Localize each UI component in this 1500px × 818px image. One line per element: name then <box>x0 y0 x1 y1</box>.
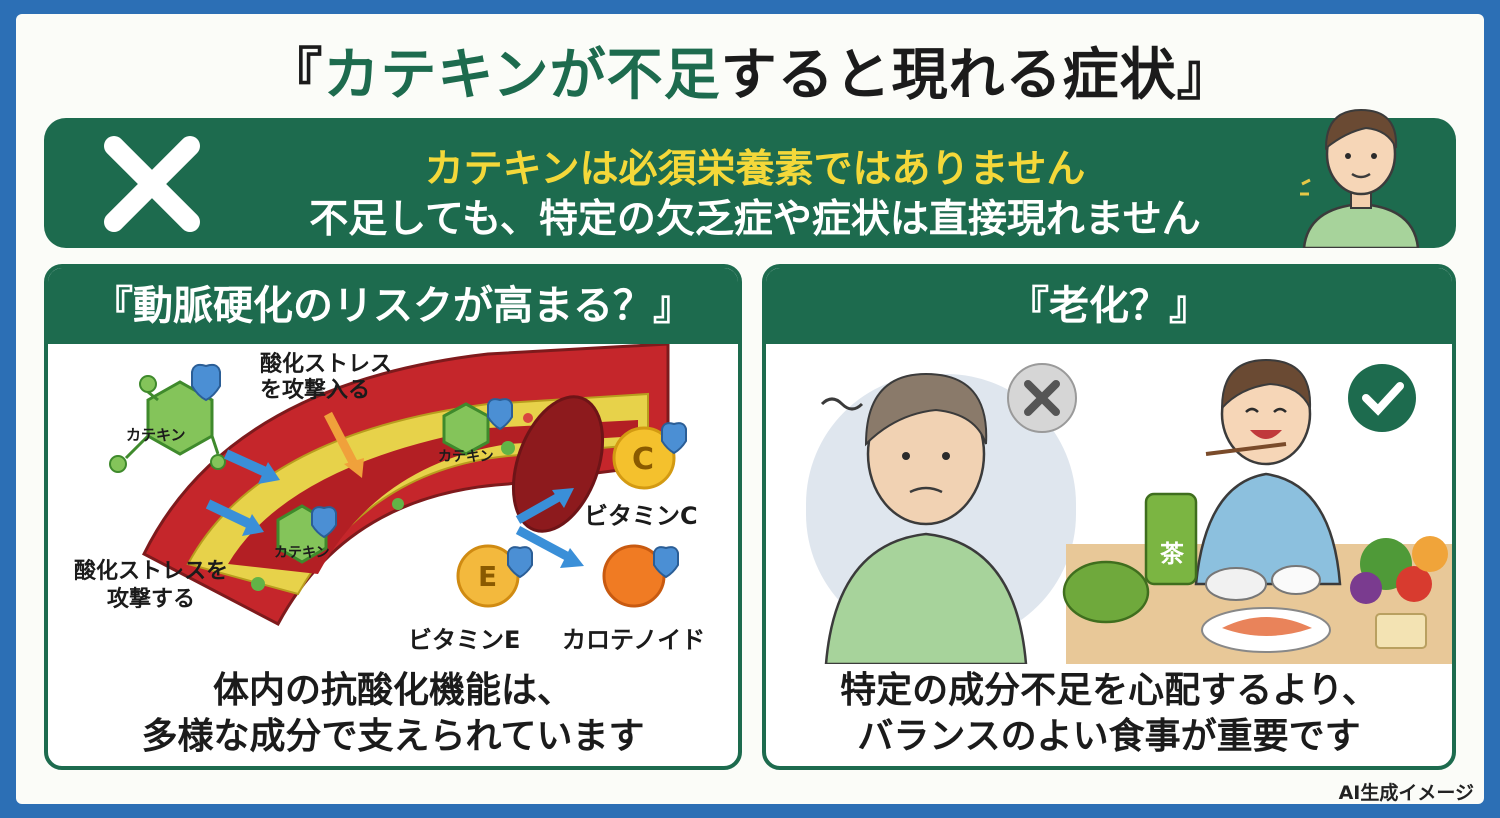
right-panel-footer: 特定の成分不足を心配するより、 バランスのよい食事が重要です <box>766 668 1452 760</box>
title-close-bracket: 』 <box>1176 43 1234 108</box>
oxidative-stress-label-left: 酸化ストレスを 攻撃する <box>74 559 229 612</box>
vitamin-e-letter: E <box>478 560 498 593</box>
ai-generated-credit: AI生成イメージ <box>1338 782 1474 804</box>
oxidative-stress-label-top: 酸化ストレス を攻撃入る <box>260 352 393 403</box>
right-footer-line-2: バランスのよい食事が重要です <box>857 716 1361 757</box>
title-open-bracket: 『 <box>266 43 324 108</box>
banner-line-2: 不足しても、特定の欠乏症や症状は直接現れません <box>309 197 1201 242</box>
tea-glass-label: 茶 <box>1160 540 1184 568</box>
catechin-label-1: カテキン <box>126 426 186 444</box>
catechin-label-3: カテキン <box>438 449 494 465</box>
aging-panel: 『老化？』 <box>762 264 1456 770</box>
carotenoid-label: カロテノイド <box>562 626 706 654</box>
vitamin-c-letter: C <box>632 442 655 477</box>
atherosclerosis-panel: 『動脈硬化のリスクが高まる？』 カ <box>44 264 742 770</box>
right-footer-line-1: 特定の成分不足を心配するより、 <box>840 670 1378 711</box>
vitamin-c-label: ビタミンC <box>584 502 698 530</box>
cross-icon <box>104 136 200 232</box>
left-panel-footer: 体内の抗酸化機能は、 多様な成分で支えられています <box>48 668 738 760</box>
left-footer-line-2: 多様な成分で支えられています <box>141 716 645 757</box>
blood-vessel-illustration <box>109 344 687 627</box>
title-highlight: カテキンが不足 <box>323 43 721 108</box>
vitamin-e-label: ビタミンE <box>408 626 521 654</box>
title-rest: すると現れる症状 <box>720 43 1177 108</box>
banner-line-1: カテキンは必須栄養素ではありません <box>424 147 1086 192</box>
left-footer-line-1: 体内の抗酸化機能は、 <box>212 670 573 711</box>
man-illustration <box>1300 108 1420 248</box>
page-title: 『カテキンが不足すると現れる症状』 <box>0 30 1500 111</box>
right-panel-heading: 『老化？』 <box>766 268 1452 344</box>
left-panel-heading: 『動脈硬化のリスクが高まる？』 <box>48 268 738 344</box>
aging-vs-diet-illustration <box>806 358 1452 664</box>
notice-banner <box>44 118 1456 248</box>
catechin-label-2: カテキン <box>274 545 330 561</box>
